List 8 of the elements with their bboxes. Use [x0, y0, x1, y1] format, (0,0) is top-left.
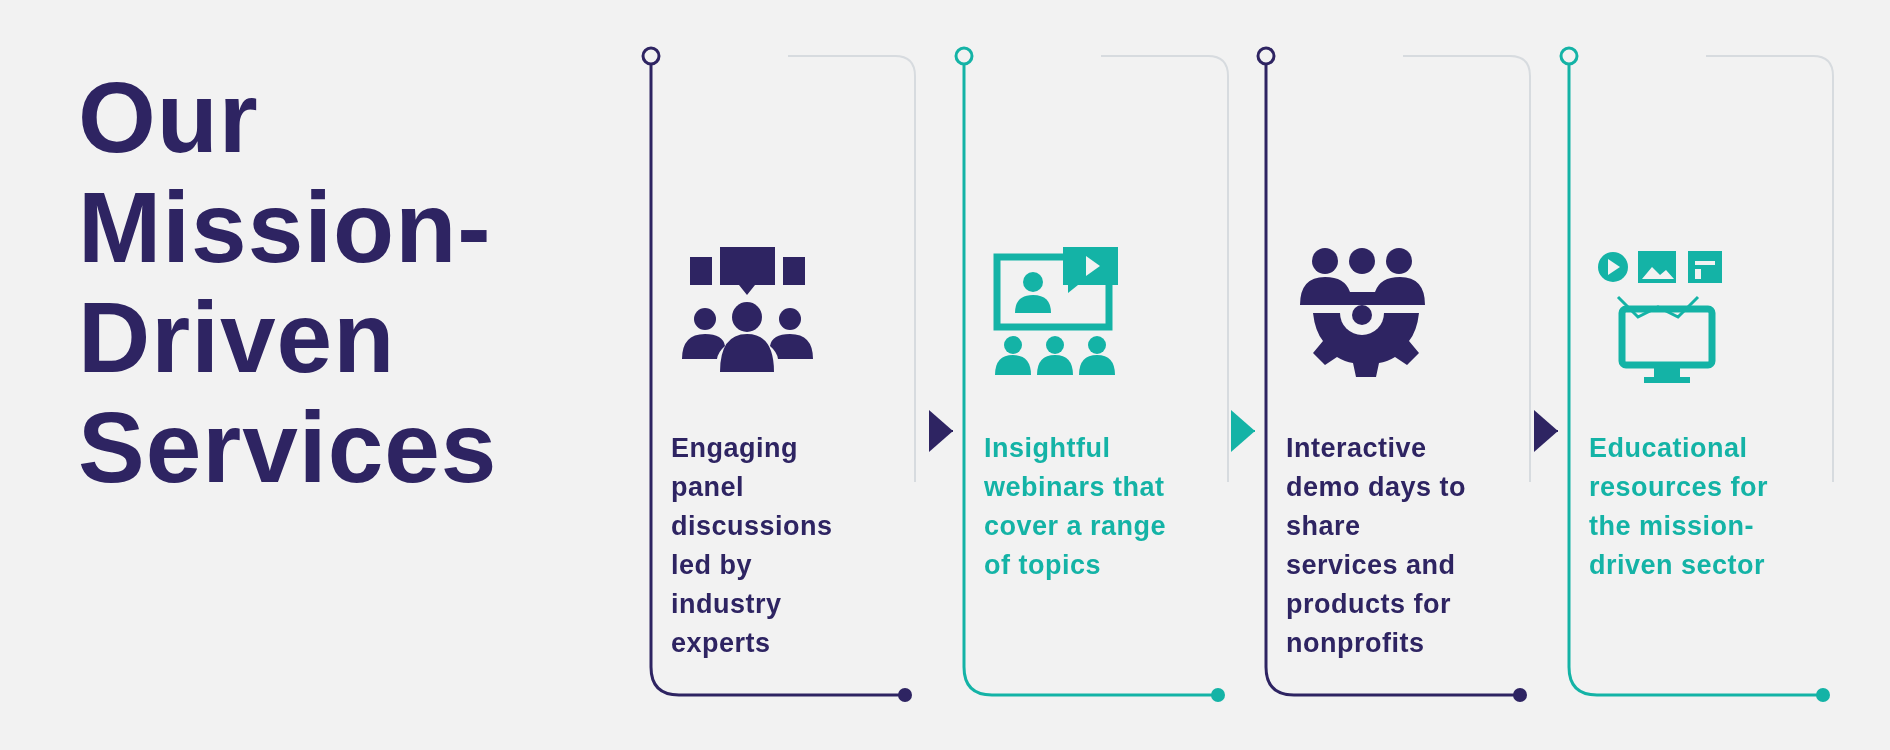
arrow	[1534, 410, 1559, 452]
arrow	[929, 410, 954, 452]
step-description: Insightful webinars that cover a range of topics	[984, 432, 1168, 582]
step-description: Interactive demo days to share services and products for nonprofits	[1286, 432, 1468, 660]
arrow	[1231, 410, 1256, 452]
step-description: Educational resources for the mission-driven sector	[1589, 432, 1770, 582]
title: Our Mission-Driven Services	[78, 62, 499, 502]
step-description: Engaging panel discussions led by industry experts	[671, 432, 834, 660]
